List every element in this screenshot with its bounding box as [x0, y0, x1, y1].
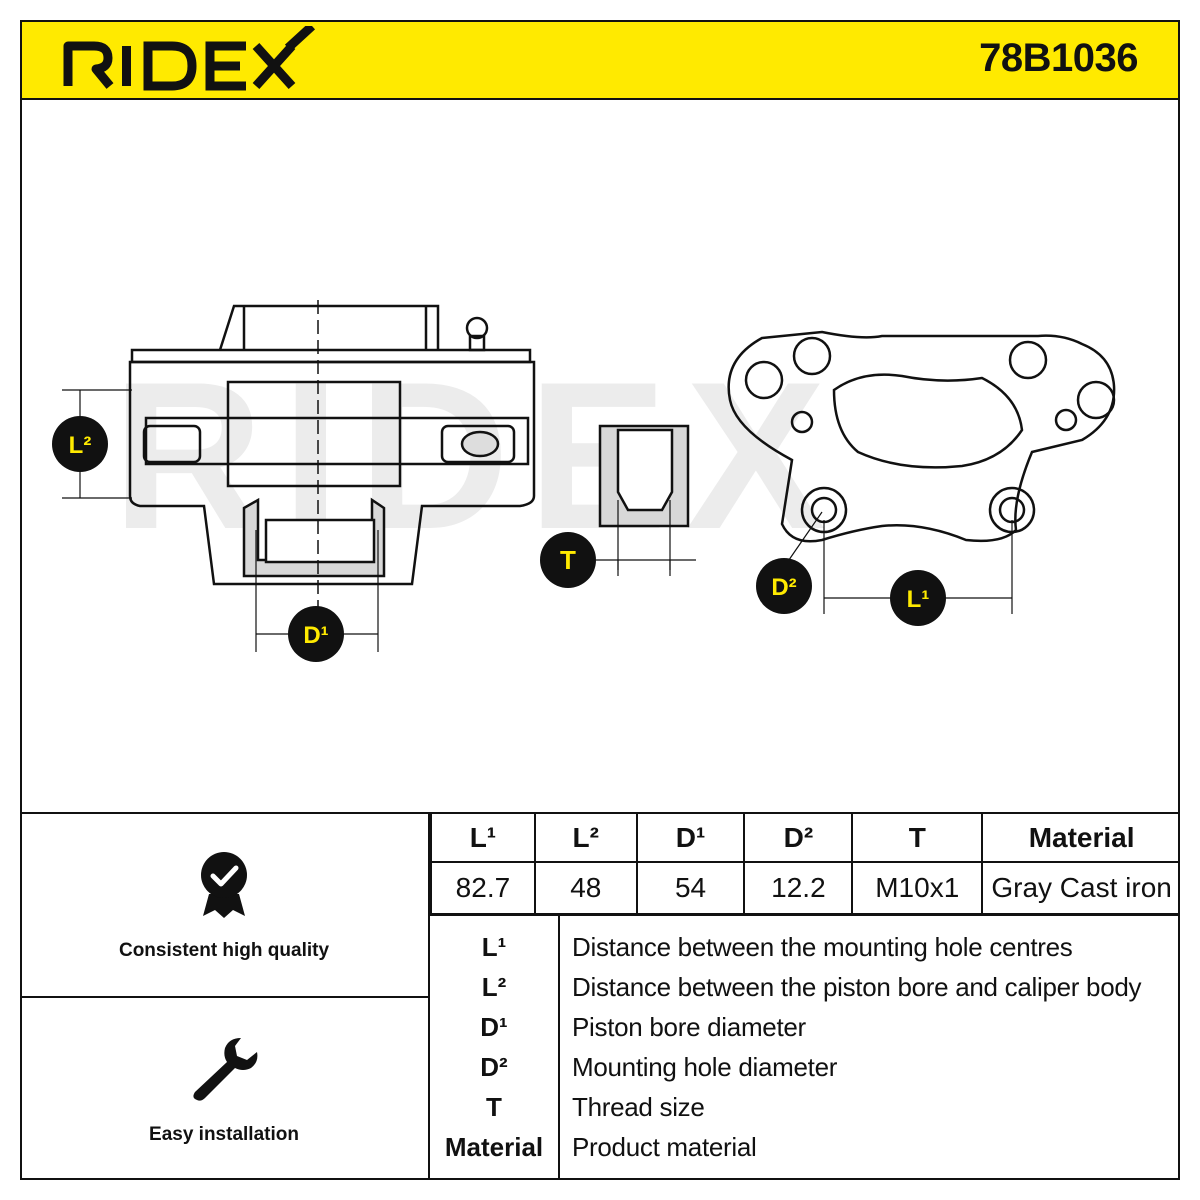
specs-value-cell: 82.7 — [430, 861, 536, 915]
technical-drawing: RIDEX — [22, 100, 1178, 812]
quality-badge-icon — [201, 852, 247, 918]
legend-symbol: Material — [444, 1132, 544, 1162]
wrench-icon — [193, 1038, 258, 1101]
legend-symbol: D¹ — [480, 1012, 508, 1042]
specs-header-cell: D² — [743, 814, 854, 863]
legend-symbol: D² — [480, 1052, 508, 1082]
feature-installation: Easy installation — [20, 998, 428, 1180]
legend-row: T Thread size — [430, 1088, 1180, 1128]
specs-value-cell: M10x1 — [851, 861, 984, 915]
watermark: RIDEX — [112, 338, 844, 573]
legend-row: Material Product material — [430, 1128, 1180, 1168]
specs-header-cell: L² — [533, 814, 638, 863]
label-t-badge: T — [540, 532, 596, 588]
label-l2-badge: L² — [52, 416, 108, 472]
legend-description: Distance between the piston bore and cal… — [572, 972, 1142, 1002]
specs-value-row: 82.7 48 54 12.2 M10x1 Gray Cast iron — [430, 861, 1180, 915]
legend-symbol: T — [486, 1092, 502, 1122]
legend-panel: L¹ Distance between the mounting hole ce… — [430, 914, 1180, 1180]
legend-row: D¹ Piston bore diameter — [430, 1008, 1180, 1048]
legend-row: L² Distance between the piston bore and … — [430, 968, 1180, 1008]
ridex-logo — [63, 26, 316, 91]
caliper-side-view — [62, 300, 536, 652]
part-number: 78B1036 — [979, 36, 1138, 80]
legend-description: Product material — [572, 1132, 757, 1162]
legend-description: Piston bore diameter — [572, 1012, 806, 1042]
header-bar: 78B1036 — [20, 20, 1180, 100]
svg-text:D²: D² — [771, 574, 796, 601]
label-d1-badge: D¹ — [288, 606, 344, 662]
specs-header-cell: D¹ — [635, 814, 746, 863]
specs-table: L¹ L² D¹ D² T Material 82.7 48 54 12.2 M… — [430, 814, 1180, 915]
legend-description: Distance between the mounting hole centr… — [572, 932, 1073, 962]
legend-description: Thread size — [572, 1092, 705, 1122]
svg-text:L¹: L¹ — [907, 586, 930, 613]
legend-row: L¹ Distance between the mounting hole ce… — [430, 928, 1180, 968]
svg-text:T: T — [560, 545, 576, 575]
info-panel: Consistent high quality Easy installatio… — [20, 812, 1180, 1180]
specs-header-cell: L¹ — [430, 814, 536, 863]
specs-value-cell: 54 — [635, 861, 746, 915]
specs-header-cell: Material — [981, 814, 1180, 863]
legend-symbol: L¹ — [481, 932, 507, 962]
feature-label-installation: Easy installation — [149, 1124, 299, 1145]
specs-value-cell: Gray Cast iron — [981, 861, 1180, 915]
legend-description: Mounting hole diameter — [572, 1052, 838, 1082]
outer-frame — [20, 20, 1180, 1180]
label-l1-badge: L¹ — [890, 570, 946, 626]
specs-header-cell: T — [851, 814, 984, 863]
features-panel: Consistent high quality Easy installatio… — [20, 814, 430, 1180]
legend-divider — [558, 916, 560, 1180]
feature-label-quality: Consistent high quality — [118, 940, 330, 961]
caliper-drawing: RIDEX — [52, 300, 1116, 662]
label-d2-badge: D² — [756, 558, 812, 614]
thread-section-view — [596, 424, 696, 576]
specs-header-row: L¹ L² D¹ D² T Material — [430, 814, 1180, 863]
feature-quality: Consistent high quality — [20, 814, 428, 998]
legend-symbol: L² — [481, 972, 507, 1002]
specs-value-cell: 12.2 — [743, 861, 854, 915]
legend-row: D² Mounting hole diameter — [430, 1048, 1180, 1088]
svg-text:D¹: D¹ — [303, 622, 328, 649]
specs-value-cell: 48 — [533, 861, 638, 915]
svg-text:L²: L² — [69, 432, 92, 459]
